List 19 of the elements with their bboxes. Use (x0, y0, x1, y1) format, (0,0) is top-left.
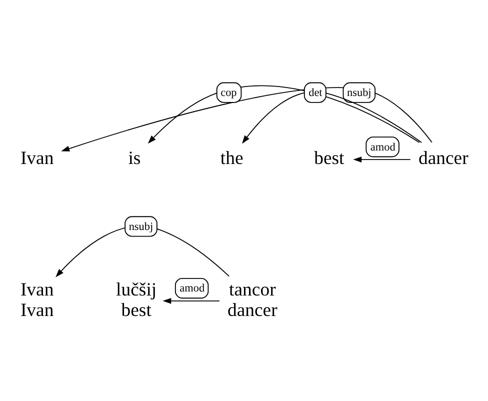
arrow (353, 156, 411, 162)
node-text: dancer (418, 148, 468, 170)
node-text: best (314, 148, 344, 170)
edge-label: amod (370, 141, 396, 154)
arrow (242, 91, 422, 144)
node-text: is (128, 148, 141, 170)
arrow (61, 87, 432, 152)
node-text: Ivan (20, 148, 54, 170)
edge-label: amod (180, 282, 205, 295)
edge-label: nsubj (128, 220, 154, 233)
node-text: tancor dancer (227, 279, 278, 321)
node-text: lučšij best (116, 279, 157, 321)
arrow (162, 298, 220, 304)
edge-label: det (308, 86, 322, 99)
node-text: Ivan Ivan (20, 279, 54, 321)
edge-label: cop (220, 86, 237, 99)
node-text: the (220, 148, 244, 170)
arrow (148, 85, 420, 144)
edge-label: nsubj (346, 86, 372, 99)
